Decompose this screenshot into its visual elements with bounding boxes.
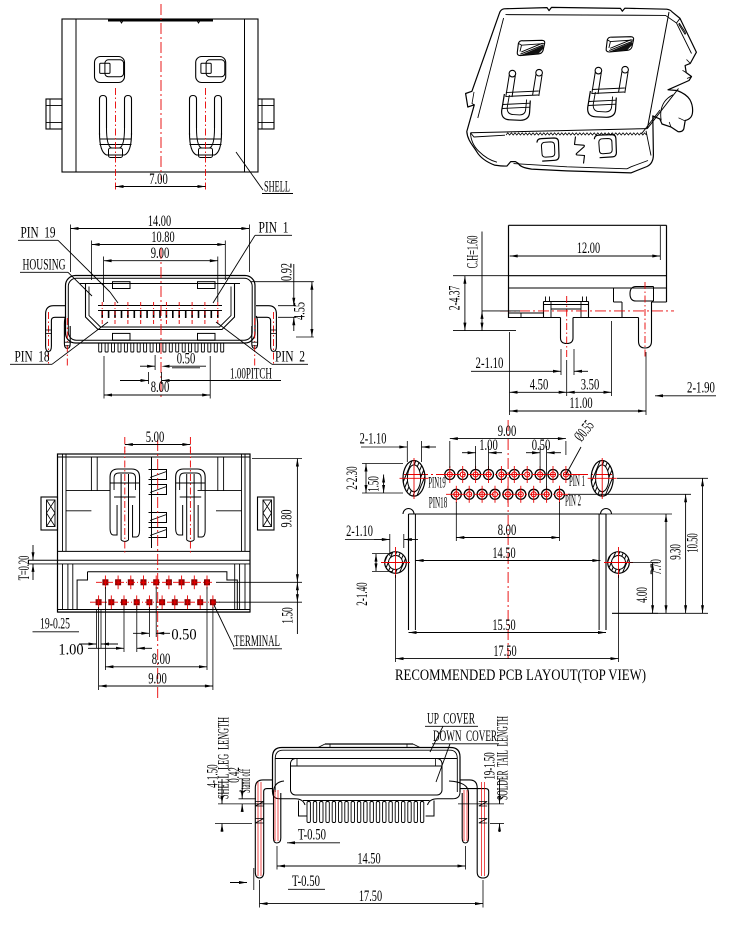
svg-text:14.50: 14.50	[357, 851, 380, 868]
svg-text:1.00: 1.00	[58, 642, 83, 659]
svg-text:10.80: 10.80	[151, 229, 174, 246]
svg-text:12.00: 12.00	[577, 240, 600, 257]
svg-text:2-1.40: 2-1.40	[354, 582, 371, 605]
svg-text:9.80: 9.80	[279, 510, 296, 528]
svg-text:1.00PITCH: 1.00PITCH	[230, 366, 272, 383]
svg-text:C.H=1.60: C.H=1.60	[465, 236, 482, 269]
svg-text:4.00: 4.00	[634, 587, 651, 603]
svg-text:PIN19: PIN19	[428, 475, 446, 492]
svg-text:0.50: 0.50	[532, 437, 551, 454]
svg-text:PIN18: PIN18	[429, 495, 448, 512]
svg-text:10.50: 10.50	[685, 533, 702, 553]
svg-text:PIN 1: PIN 1	[569, 473, 585, 490]
svg-text:SHELL LEG LENGTH: SHELL LEG LENGTH	[216, 717, 233, 799]
svg-text:19-0.25: 19-0.25	[40, 616, 70, 633]
svg-text:1.00: 1.00	[479, 437, 498, 454]
svg-text:SHELL: SHELL	[264, 179, 290, 196]
svg-text:14.50: 14.50	[492, 545, 515, 562]
svg-text:17.50: 17.50	[359, 888, 382, 905]
svg-text:0.92: 0.92	[278, 263, 295, 281]
svg-text:9.00: 9.00	[498, 423, 517, 440]
svg-text:4.50: 4.50	[530, 377, 549, 394]
svg-text:PIN 18: PIN 18	[15, 349, 50, 366]
svg-text:2-1.10: 2-1.10	[360, 431, 387, 448]
svg-text:TERMINAL: TERMINAL	[234, 633, 280, 650]
svg-text:14.00: 14.00	[148, 213, 171, 230]
svg-text:T=0.20: T=0.20	[16, 556, 33, 581]
svg-text:8.00: 8.00	[151, 379, 170, 396]
svg-text:1.50: 1.50	[280, 607, 297, 623]
svg-text:2-2.30: 2-2.30	[344, 466, 361, 489]
svg-text:PIN 1: PIN 1	[259, 220, 289, 237]
svg-text:2-1.10: 2-1.10	[346, 523, 373, 540]
svg-text:8.00: 8.00	[498, 522, 517, 539]
svg-text:2-1.10: 2-1.10	[476, 355, 504, 372]
svg-text:T-0.50: T-0.50	[298, 827, 326, 844]
svg-text:19-1.50: 19-1.50	[482, 752, 499, 779]
svg-text:2-4.37: 2-4.37	[447, 286, 464, 311]
svg-text:SOLDER TAIL LENGTH: SOLDER TAIL LENGTH	[495, 716, 512, 800]
svg-text:5.00: 5.00	[146, 429, 165, 446]
svg-text:9.30: 9.30	[668, 544, 685, 560]
svg-text:T-0.50: T-0.50	[292, 873, 320, 890]
svg-text:DOWN COVER: DOWN COVER	[433, 728, 497, 745]
svg-text:UP COVER: UP COVER	[427, 711, 475, 728]
svg-text:9.00: 9.00	[151, 245, 170, 262]
svg-text:11.00: 11.00	[569, 395, 592, 412]
svg-text:4.55: 4.55	[291, 302, 308, 320]
svg-text:0.50: 0.50	[177, 351, 196, 368]
svg-text:8.00: 8.00	[152, 651, 171, 668]
svg-text:PIN 19: PIN 19	[21, 225, 56, 242]
svg-text:HOUSING: HOUSING	[23, 257, 66, 274]
svg-text:7.00: 7.00	[149, 171, 168, 188]
svg-text:PIN 2: PIN 2	[275, 349, 305, 366]
svg-text:9.00: 9.00	[148, 671, 167, 688]
svg-text:15.50: 15.50	[492, 617, 515, 634]
svg-text:Stand off: Stand off	[237, 769, 254, 793]
svg-text:17.50: 17.50	[493, 643, 516, 660]
svg-text:RECOMMENDED PCB LAYOUT(TOP VIE: RECOMMENDED PCB LAYOUT(TOP VIEW)	[395, 667, 646, 684]
svg-text:0.42: 0.42	[226, 767, 243, 783]
svg-text:PIN 2: PIN 2	[565, 493, 581, 510]
svg-text:1.50: 1.50	[366, 476, 383, 492]
svg-text:0.50: 0.50	[171, 627, 196, 644]
svg-text:2-1.90: 2-1.90	[687, 380, 715, 397]
svg-text:3.50: 3.50	[581, 377, 600, 394]
svg-text:7.70: 7.70	[648, 559, 665, 575]
svg-text:4-1.50: 4-1.50	[205, 764, 222, 787]
